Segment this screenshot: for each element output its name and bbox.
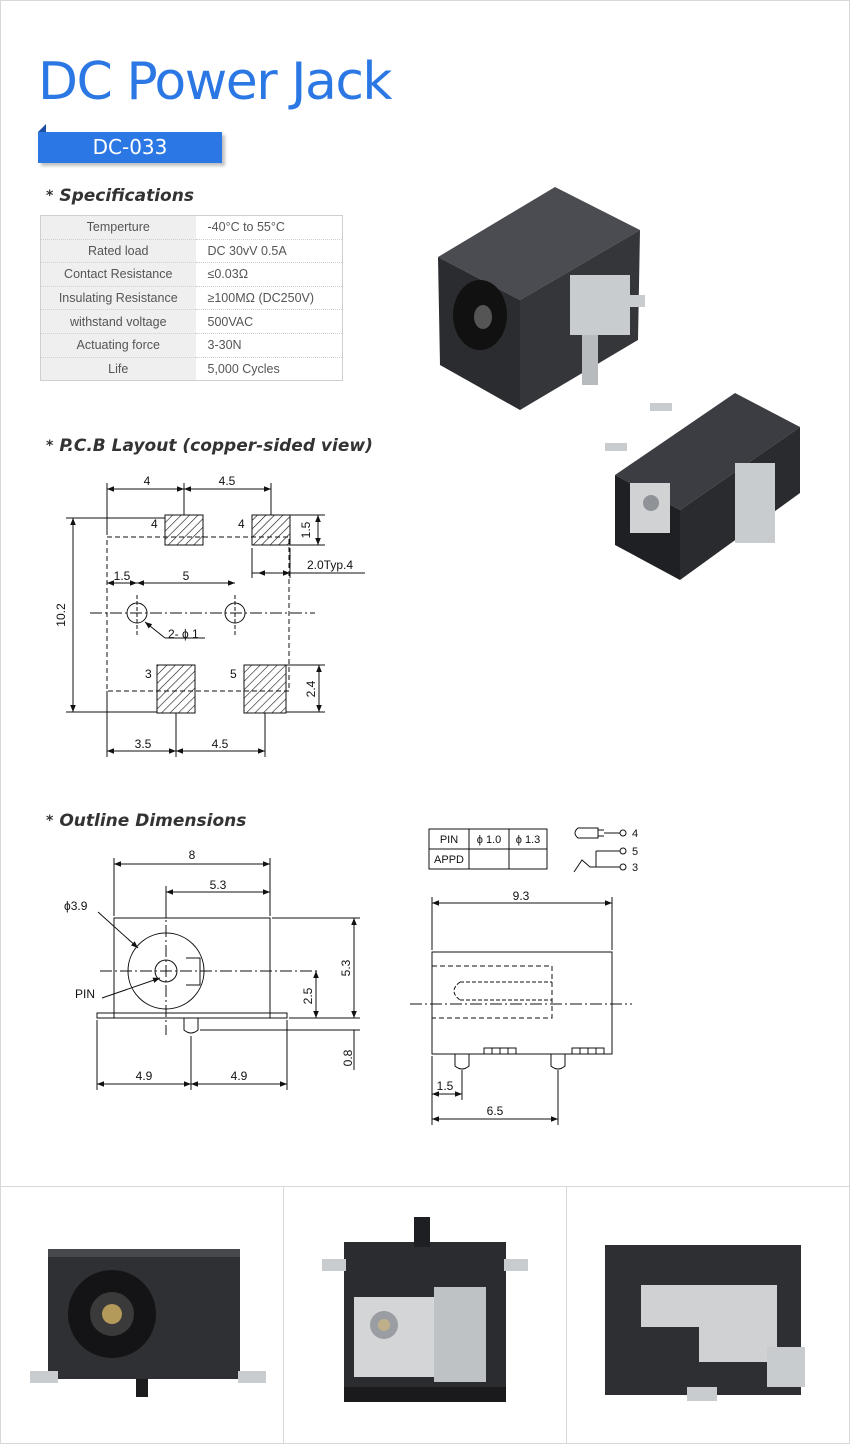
- spec-row: Insulating Resistance≥100MΩ (DC250V): [40, 286, 343, 311]
- spec-label: Actuating force: [40, 333, 196, 358]
- page-title: DC Power Jack: [38, 52, 393, 112]
- bullet-star-icon: *: [46, 438, 54, 454]
- jack-side-image: [322, 1217, 528, 1402]
- spec-value: 500VAC: [195, 309, 343, 334]
- spec-row: Contact Resistance≤0.03Ω: [40, 262, 343, 287]
- spec-label: Contact Resistance: [40, 262, 196, 287]
- spec-value: ≤0.03Ω: [195, 262, 343, 287]
- spec-value: 5,000 Cycles: [195, 357, 343, 382]
- bullet-star-icon: *: [46, 188, 54, 204]
- spec-value: 3-30N: [195, 333, 343, 358]
- photo-side: [284, 1187, 567, 1444]
- section-specifications-label: Specifications: [59, 186, 194, 206]
- section-specifications: * Specifications: [46, 186, 194, 206]
- section-pcb: * P.C.B Layout (copper-sided view): [46, 436, 373, 456]
- spec-label: Insulating Resistance: [40, 286, 196, 311]
- photo-strip: [0, 1186, 850, 1444]
- model-badge-tab: [38, 124, 46, 132]
- spec-label: withstand voltage: [40, 309, 196, 334]
- spec-row: Temperture-40°C to 55°C: [40, 215, 343, 240]
- section-outline: * Outline Dimensions: [46, 811, 246, 831]
- spec-value: -40°C to 55°C: [195, 215, 343, 240]
- photo-front: [0, 1187, 284, 1444]
- spec-label: Temperture: [40, 215, 196, 240]
- section-outline-label: Outline Dimensions: [59, 811, 247, 831]
- spec-value: DC 30vV 0.5A: [195, 239, 343, 264]
- jack-photo-front: [438, 187, 645, 410]
- bullet-star-icon: *: [46, 813, 54, 829]
- section-pcb-label: P.C.B Layout (copper-sided view): [59, 436, 373, 456]
- photo-back: [567, 1187, 850, 1444]
- jack-back-image: [605, 1245, 805, 1401]
- jack-front-image: [30, 1249, 266, 1397]
- product-photo: [438, 187, 800, 580]
- spec-label: Rated load: [40, 239, 196, 264]
- model-badge: DC-033: [38, 132, 222, 163]
- jack-photo-back: [605, 393, 800, 580]
- spec-label: Life: [40, 357, 196, 382]
- spec-value: ≥100MΩ (DC250V): [195, 286, 343, 311]
